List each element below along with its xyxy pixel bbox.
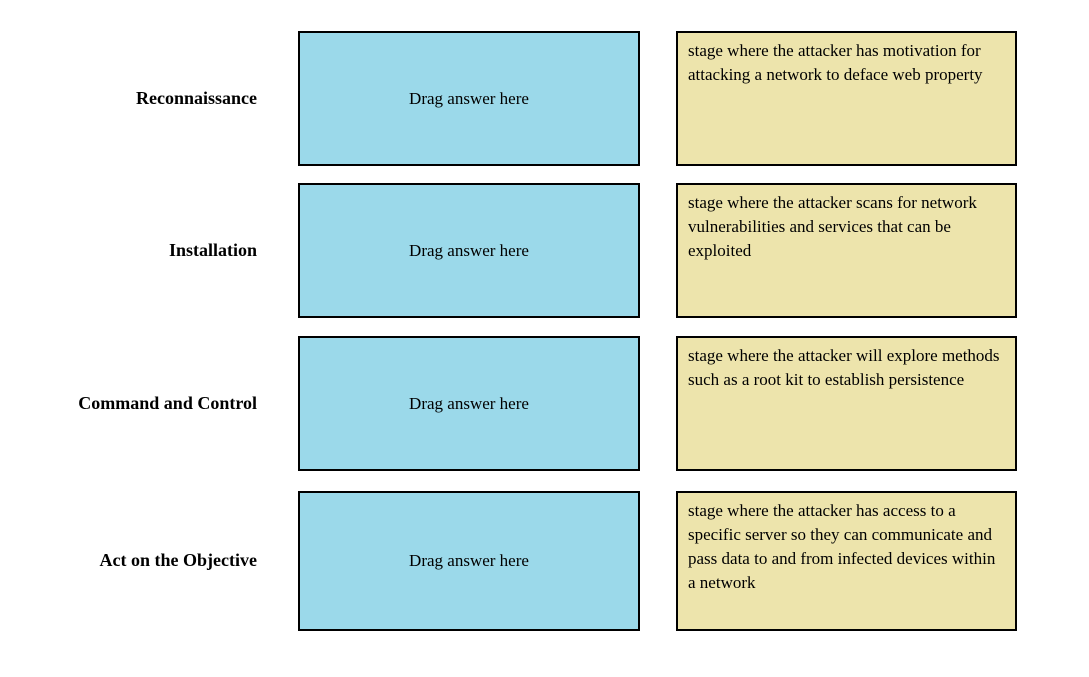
stage-label-command-and-control: Command and Control xyxy=(0,336,257,471)
drop-zone-placeholder: Drag answer here xyxy=(409,240,529,260)
stage-label-text: Installation xyxy=(168,239,257,260)
answer-card-rootkit[interactable]: stage where the attacker will explore me… xyxy=(676,336,1017,471)
drop-zone-command-and-control[interactable]: Drag answer here xyxy=(298,336,640,471)
drop-zone-placeholder: Drag answer here xyxy=(409,88,529,108)
answer-card-scanning[interactable]: stage where the attacker scans for netwo… xyxy=(676,183,1017,318)
answer-card-text: stage where the attacker has motivation … xyxy=(688,41,983,84)
stage-label-installation: Installation xyxy=(0,183,257,318)
drop-zone-reconnaissance[interactable]: Drag answer here xyxy=(298,31,640,166)
answer-card-text: stage where the attacker will explore me… xyxy=(688,346,1000,389)
answer-card-server-access[interactable]: stage where the attacker has access to a… xyxy=(676,491,1017,631)
answer-card-motivation[interactable]: stage where the attacker has motivation … xyxy=(676,31,1017,166)
stage-label-act-on-the-objective: Act on the Objective xyxy=(0,491,257,631)
drop-zone-installation[interactable]: Drag answer here xyxy=(298,183,640,318)
drop-zone-act-on-the-objective[interactable]: Drag answer here xyxy=(298,491,640,631)
stage-label-text: Command and Control xyxy=(78,392,257,413)
stage-label-text: Act on the Objective xyxy=(99,550,257,571)
answer-card-text: stage where the attacker has access to a… xyxy=(688,501,996,592)
answer-card-text: stage where the attacker scans for netwo… xyxy=(688,193,977,260)
stage-label-reconnaissance: Reconnaissance xyxy=(0,31,257,166)
drop-zone-placeholder: Drag answer here xyxy=(409,393,529,413)
drop-zone-placeholder: Drag answer here xyxy=(409,551,529,570)
stage-label-text: Reconnaissance xyxy=(136,87,257,108)
